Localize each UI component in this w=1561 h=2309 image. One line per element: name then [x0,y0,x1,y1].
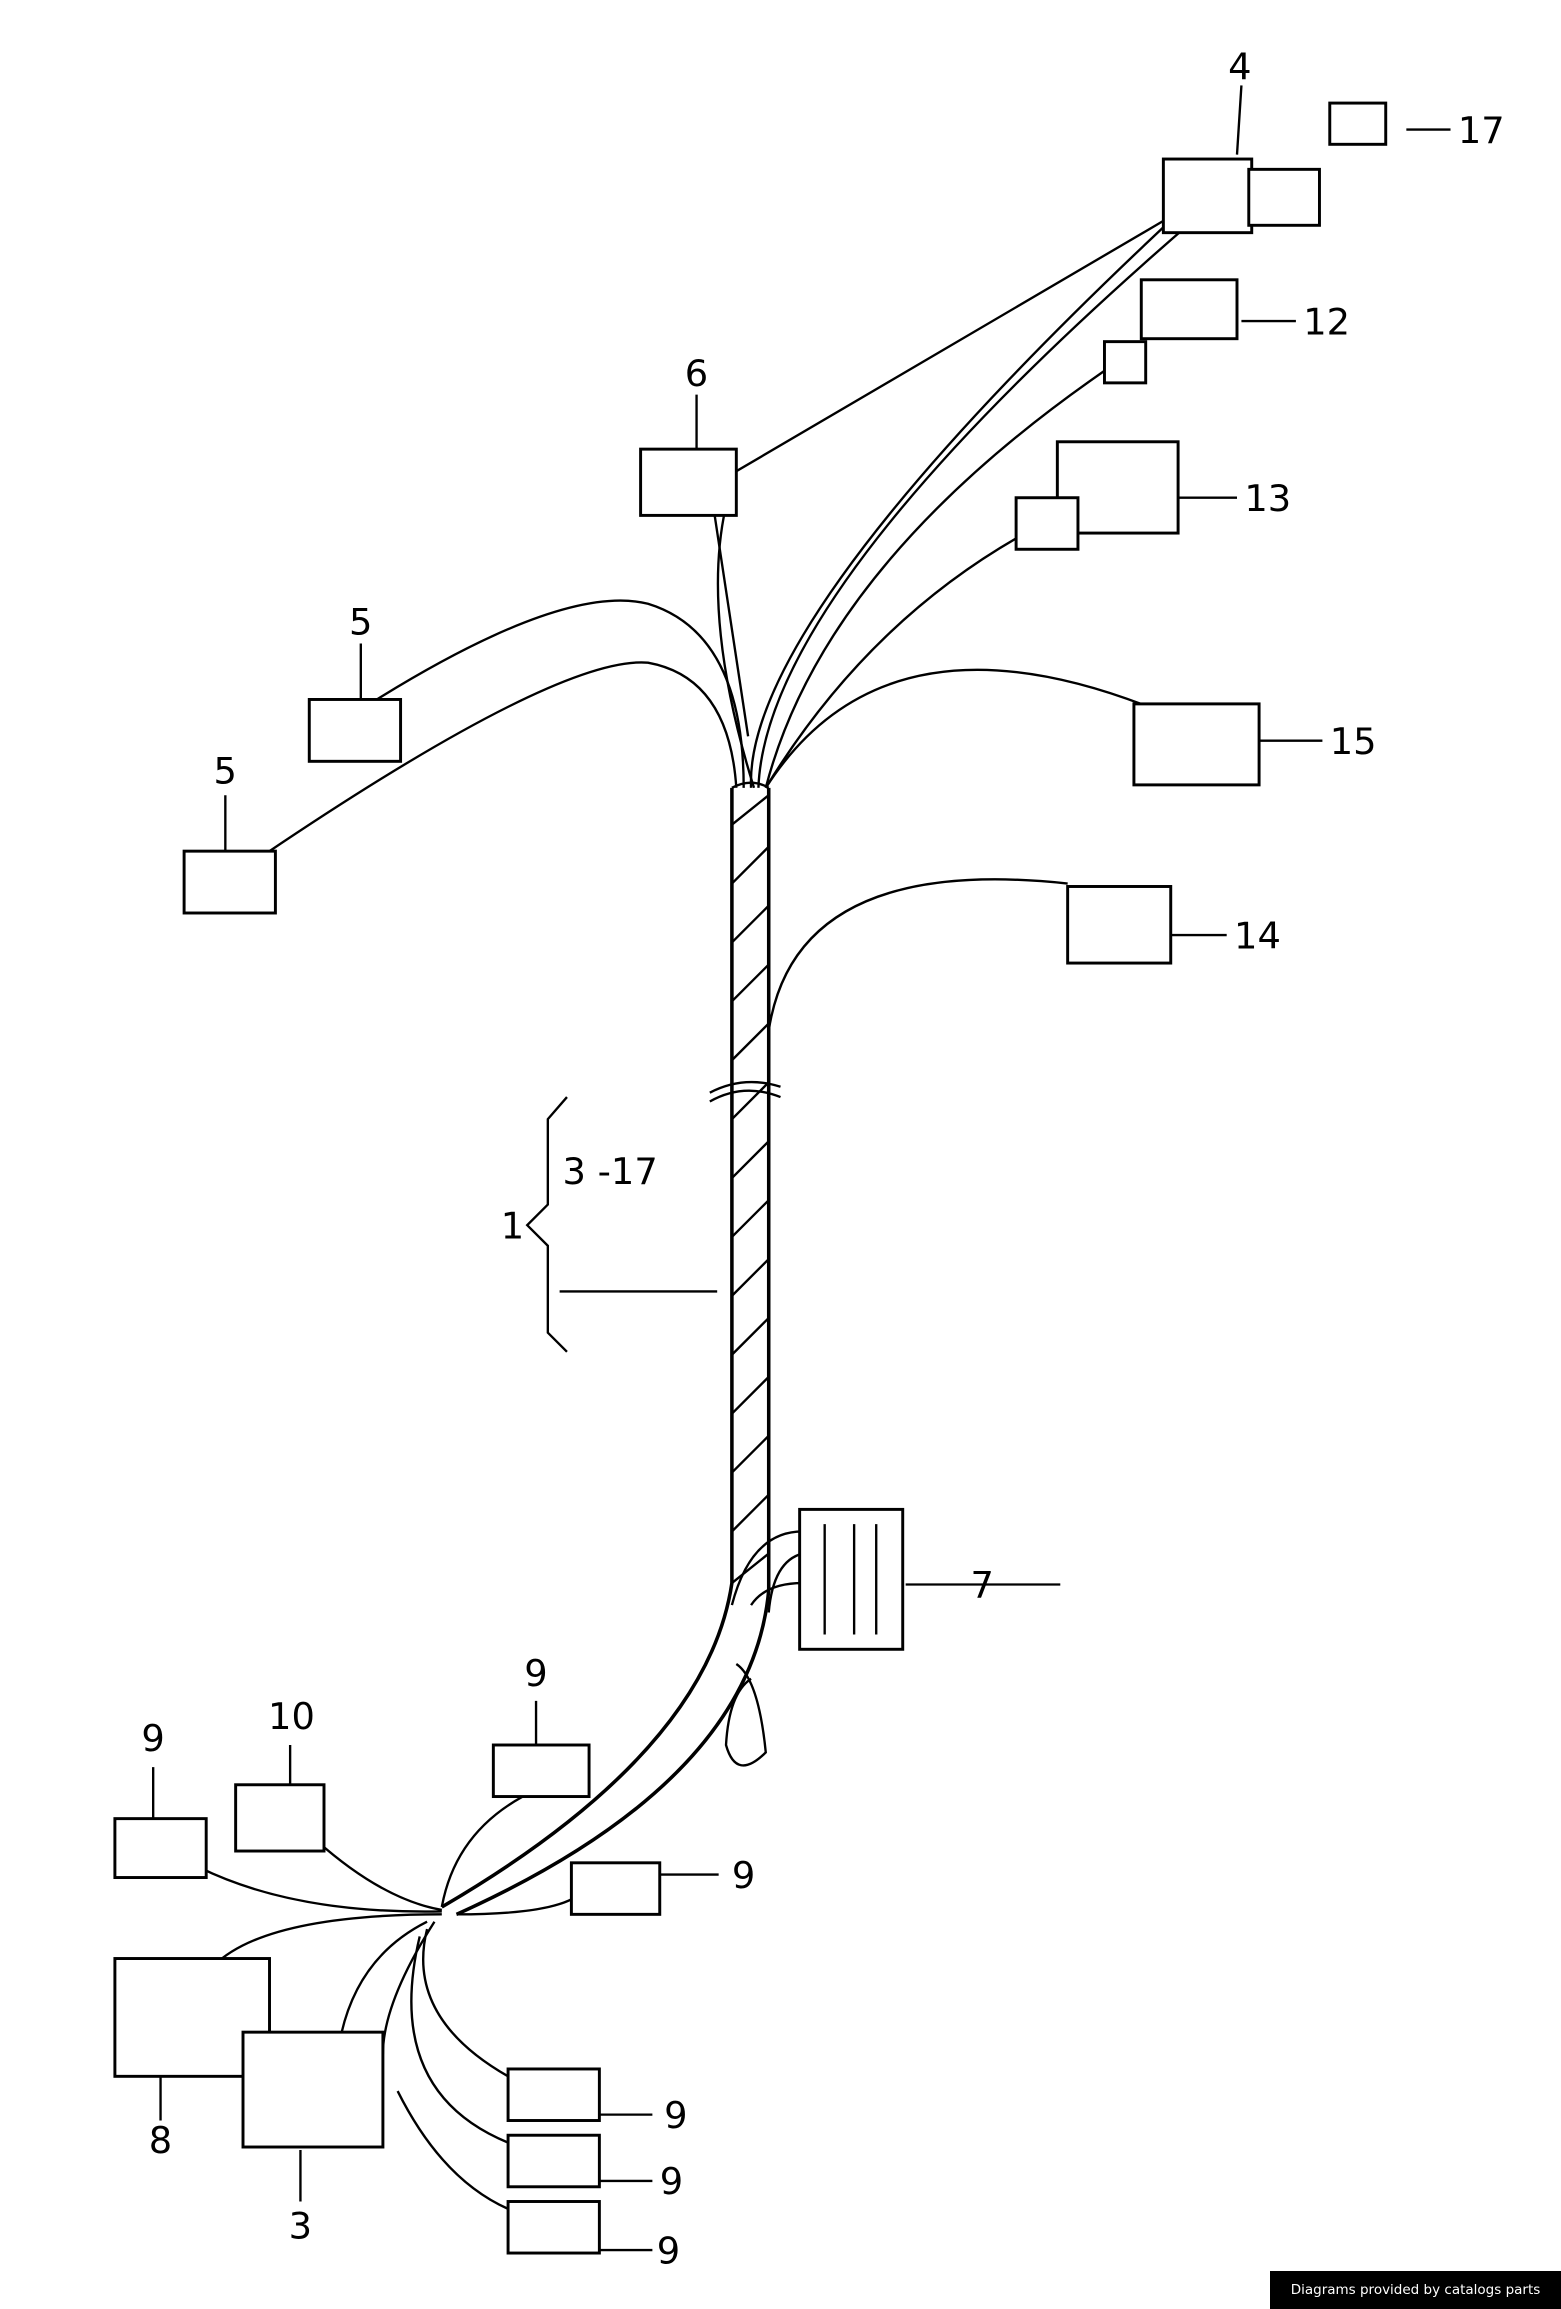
callout-9: 9 [664,2094,687,2137]
brace [525,1096,568,1353]
callout-9: 9 [657,2229,680,2272]
connector-4 [1161,157,1254,235]
connector-9-a [491,1743,591,1799]
connector-9-d [506,2067,601,2122]
callout-9: 9 [660,2160,683,2203]
callout-10: 10 [268,1695,315,1738]
callout-1: 1 [501,1204,524,1247]
callout-9: 9 [732,1854,755,1897]
callout-7: 7 [970,1564,993,1607]
callout-9: 9 [524,1652,547,1695]
connector-12 [1139,278,1239,341]
callout-3: 3 [289,2204,312,2247]
connector-9-c [569,1861,662,1916]
callout-14: 14 [1234,914,1281,957]
connector-14 [1066,885,1173,965]
callout-8: 8 [149,2119,172,2162]
connector-9-e [506,2133,601,2189]
trunk-hatching [731,794,770,1584]
callout-6: 6 [685,352,708,395]
callout-17: 17 [1458,109,1505,152]
callout-9: 9 [141,1717,164,1760]
leader-lines [152,85,1451,2252]
connector-9-b [113,1817,208,1880]
connector-9-f [506,2200,601,2255]
fuse-17 [1328,101,1388,146]
connector-5-lower [182,849,277,915]
callout-5: 5 [214,749,237,792]
callout-12: 12 [1303,300,1350,343]
connector-3 [241,2030,385,2149]
connectors [113,101,1388,2255]
callout-range: 3 -17 [563,1150,658,1193]
connector-7 [798,1507,905,1651]
connector-5-upper [307,698,403,763]
connector-15 [1132,702,1261,787]
connector-10 [234,1783,326,1853]
callout-4: 4 [1228,46,1251,89]
attribution-footer: Diagrams provided by catalogs parts [1270,2271,1561,2309]
callout-13: 13 [1244,477,1291,520]
callout-15: 15 [1330,720,1377,763]
callout-labels: 4 17 12 6 13 5 5 15 14 3 -17 1 7 9 10 9 … [141,46,1504,2273]
connector-6 [639,447,738,517]
callout-5: 5 [349,601,372,644]
